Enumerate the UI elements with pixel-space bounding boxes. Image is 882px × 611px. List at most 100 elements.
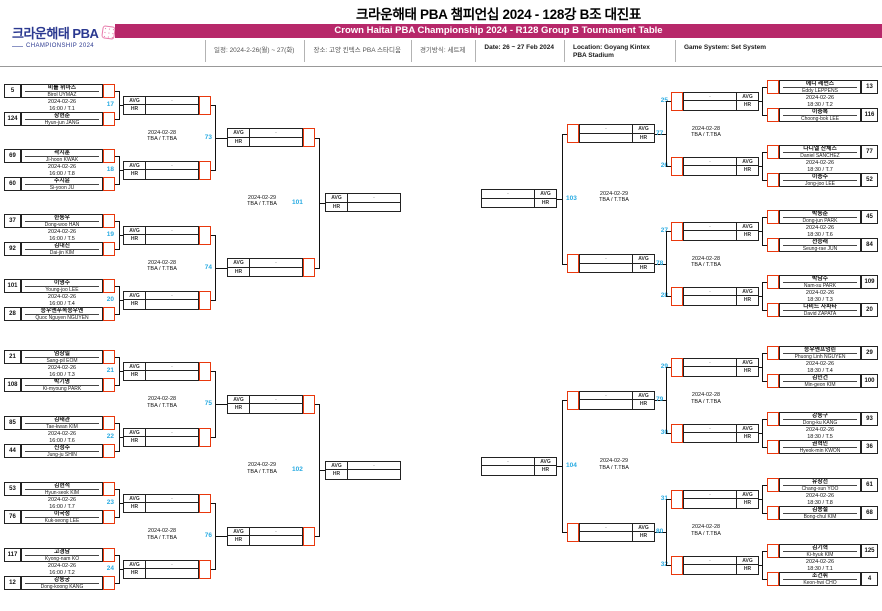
player-name-ko: 다니엘 산체스 [783,146,857,153]
info-venue: 장소: 고양 킨텍스 PBA 스타디움 [304,40,410,62]
player-name-en: Hyun-jun JANG [44,119,80,126]
info-bar: 일정: 2024-2-26(월) ~ 27(화) 장소: 고양 킨텍스 PBA … [205,40,776,62]
bracket-line [759,565,763,566]
bracket-line [211,170,215,171]
bracket-line [115,357,120,358]
player-name-ko: 박동준 [783,211,857,218]
match-time: TBA / T.TBA [691,262,721,268]
avg-value: - [250,396,302,404]
hr-value [684,367,736,376]
avg-label: AVG [534,457,556,466]
bracket-line [563,532,567,533]
avg-value: - [482,458,534,466]
hr-value [146,503,198,512]
match-date: 2024-02-26 [47,563,77,569]
bracket-line [115,423,120,424]
advance-stub [767,145,779,159]
logo-row: 크라운해태 PBA [12,23,117,42]
info-date: Date: 26 ~ 27 Feb 2024 [475,40,564,62]
match-stats-box: AVG-HR [325,460,401,480]
match-date: 2024-02-28 [691,524,721,530]
bracket-line [119,300,123,301]
bracket-line [115,517,120,518]
avg-label: AVG [534,190,556,199]
hr-label: HR [736,499,758,508]
avg-label: AVG [736,556,758,565]
seed-box: 52 [861,173,878,187]
bracket-line [759,166,763,167]
player-name-ko: 김기혁 [783,545,857,552]
bracket-line [762,310,767,311]
bracket-line [215,536,227,537]
match-date: 2024-02-28 [691,255,721,262]
player-name-ko: 이종주 [783,174,857,181]
bracket-line [119,569,123,570]
match-number: 102 [292,466,303,473]
match-date: 2024-02-26 [47,294,77,300]
hr-label: HR [736,101,758,110]
advance-stub [103,242,115,256]
bracket-line [215,267,227,269]
advance-stub [199,160,211,180]
advance-stub [567,390,579,410]
bracket-line [762,551,767,552]
hr-label: HR [228,536,250,545]
avg-value: - [684,223,736,231]
match-number: 77 [656,129,664,137]
player-name-en: Si-yoon JU [49,184,75,191]
match-date: 2024-02-29 [599,458,629,464]
match-number: 101 [292,198,303,206]
bracket-line [667,367,671,368]
seed-box: 4 [861,572,878,586]
match-time: 18:30 / T.4 [807,367,833,374]
advance-stub [199,493,211,513]
bracket-line [667,101,671,102]
match-number: 74 [204,263,212,271]
seed-box: 125 [861,544,878,558]
avg-label: AVG [124,428,146,437]
bracket-line [315,267,319,269]
avg-label: AVG [124,560,146,569]
match-time: 16:00 / T.8 [49,170,75,177]
match-number: 19 [106,231,114,238]
match-date: 2024-02-26 [47,229,77,235]
match-number: 17 [106,101,114,108]
bracket-line [315,137,319,139]
player-name-en: Quoc Nguyen NGUYEN [35,314,89,321]
seed-box: 28 [4,307,21,321]
bracket-line [667,433,671,434]
match-number: 75 [204,400,212,407]
seed-box: 60 [4,177,21,191]
advance-stub [671,555,683,575]
match-time: TBA / T.TBA [691,132,721,138]
avg-value: - [580,125,632,134]
avg-value: - [146,561,198,569]
advance-stub [303,526,315,546]
player-name-en: Bong-chul KIM [803,513,837,520]
player-name-en: Phuong Linh NGUYEN [794,353,846,360]
match-date: 2024-02-26 [47,99,77,105]
match-number: 76 [204,532,212,539]
seed-box: 37 [4,214,21,228]
advance-stub [103,548,115,562]
hr-value [482,466,534,475]
match-stats-box: AVG-HR [123,361,199,381]
avg-label: AVG [632,391,654,400]
player-name-ko: 박기명 [25,379,99,386]
match-date: 2024-02-26 [47,497,77,503]
advance-stub [767,544,779,558]
hr-value [250,536,302,545]
hr-label: HR [124,569,146,578]
avg-label: AVG [228,395,250,404]
match-time: 16:00 / T.2 [49,569,75,576]
match-stats-box: AVG-HR [123,427,199,447]
